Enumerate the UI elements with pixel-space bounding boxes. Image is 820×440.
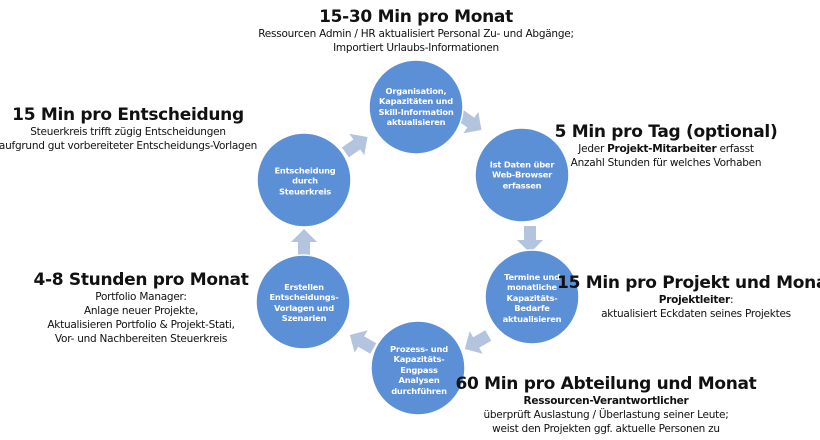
annotation-bottom-role: Ressourcen-Verantwortlicher [523, 395, 689, 407]
step-circle-ist-daten [474, 127, 570, 223]
annotation-lower-right-line1: aktualisiert Eckdaten seines Projektes [601, 308, 791, 320]
arrow-icon-entscheidung-to-organisation [341, 133, 368, 158]
annotation-upper-right-line1-post: erfasst [716, 143, 754, 155]
step-label-ist-daten: Ist Daten über Web-Browser erfassen [489, 159, 555, 191]
step-label-entscheidung: Entscheidung durch Steuerkreis [274, 165, 336, 197]
annotation-bottom-line2: weist den Projekten ggf. aktuelle Person… [492, 423, 720, 435]
annotation-lower-right-role-line: Projektleiter: [557, 293, 820, 307]
annotation-top-line2: Importiert Urlaubs-Informationen [333, 42, 499, 54]
annotation-upper-right-line1: Jeder Projekt-Mitarbeiter erfasst [555, 142, 778, 156]
annotation-lower-right-role-suffix: : [729, 294, 734, 306]
step-circle-analysen [370, 320, 466, 416]
annotation-top: 15-30 Min pro Monat Ressourcen Admin / H… [258, 7, 574, 55]
annotation-lower-left: 4-8 Stunden pro Monat Portfolio Manager:… [33, 270, 248, 346]
step-circle-organisation [368, 59, 464, 155]
step-label-vorlagen: Erstellen Entscheidungs-Vorlagen und Sze… [269, 282, 339, 324]
arrow-icon-ist-daten-to-termine [517, 226, 543, 253]
arrow-icon-analysen-to-vorlagen [349, 330, 377, 354]
step-circle-entscheidung [256, 132, 352, 228]
annotation-lower-left-line3: Aktualisieren Portfolio & Projekt-Stati, [47, 319, 235, 331]
annotation-lower-left-heading: 4-8 Stunden pro Monat [33, 270, 249, 290]
annotation-upper-right-role: Projekt-Mitarbeiter [607, 143, 717, 155]
annotation-upper-right-line2: Anzahl Stunden für welches Vorhaben [570, 157, 762, 169]
annotation-top-line1: Ressourcen Admin / HR aktualisiert Perso… [258, 28, 574, 40]
step-circle-termine [484, 249, 580, 345]
annotation-lower-left-line4: Vor- und Nachbereiten Steuerkreis [54, 333, 228, 345]
annotation-bottom: 60 Min pro Abteilung und Monat Ressource… [455, 374, 756, 436]
annotation-upper-right-line1-pre: Jeder [578, 143, 608, 155]
annotation-upper-right-heading: 5 Min pro Tag (optional) [554, 122, 778, 142]
annotation-lower-right: 15 Min pro Projekt und Monat Projektleit… [557, 273, 820, 321]
step-label-termine: Termine und monatliche Kapazitäts-Bedarf… [502, 271, 562, 324]
annotation-upper-left: 15 Min pro Entscheidung Steuerkreis trif… [0, 105, 257, 153]
step-label-organisation: Organisation, Kapazitäten und Skill-Info… [378, 86, 454, 128]
annotation-lower-right-role: Projektleiter [658, 294, 730, 306]
annotation-bottom-heading: 60 Min pro Abteilung und Monat [455, 374, 757, 394]
arrow-icon-termine-to-analysen [464, 330, 492, 354]
annotation-lower-left-line1: Portfolio Manager: [95, 291, 187, 303]
annotation-bottom-line1: überprüft Auslastung / Überlastung seine… [483, 409, 729, 421]
step-circle-vorlagen [255, 254, 351, 350]
annotation-upper-left-line2: aufgrund gut vorbereiteter Entscheidungs… [0, 140, 258, 152]
arrow-icon-vorlagen-to-entscheidung [291, 229, 317, 256]
annotation-upper-right: 5 Min pro Tag (optional) Jeder Projekt-M… [555, 122, 778, 170]
annotation-lower-left-line2: Anlage neuer Projekte, [83, 305, 199, 317]
annotation-lower-right-heading: 15 Min pro Projekt und Monat [557, 273, 820, 293]
step-label-analysen: Prozess- und Kapazitäts-Engpass Analysen… [390, 343, 448, 396]
annotation-upper-left-heading: 15 Min pro Entscheidung [12, 105, 244, 125]
annotation-upper-left-line1: Steuerkreis trifft zügig Entscheidungen [30, 126, 226, 138]
annotation-top-heading: 15-30 Min pro Monat [319, 7, 513, 27]
